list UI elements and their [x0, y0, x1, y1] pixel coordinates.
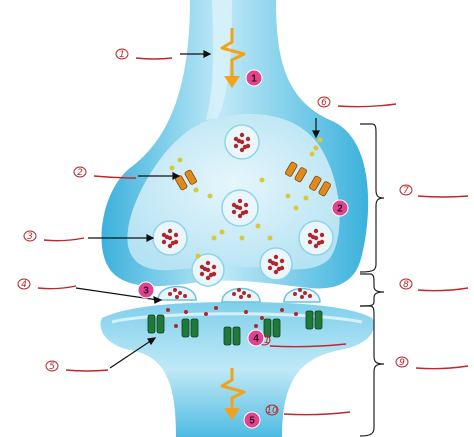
blank-label-number: 11: [258, 336, 269, 346]
blank-label-number: 3: [27, 232, 33, 242]
neurotransmitter-dot: [232, 292, 236, 296]
free-transmitter-dot: [177, 157, 183, 163]
synaptic-vesicle-icon: [221, 189, 259, 227]
blank-label-number: 10: [266, 406, 278, 416]
blank-label-number: 8: [403, 280, 409, 290]
neurotransmitter-dot: [237, 288, 241, 292]
calcium-channel-icon: [285, 161, 307, 183]
free-transmitter-dot: [211, 235, 217, 241]
badge-4: 4: [247, 329, 265, 347]
blank-label-1: 1: [115, 48, 173, 60]
blank-label-2: 2: [73, 166, 137, 179]
free-transmitter-dot: [313, 145, 319, 151]
electrical-signal-icon-post: [220, 368, 246, 420]
receptor-icon: [263, 318, 281, 338]
receptor-icon: [181, 318, 199, 338]
bracket-icon: [359, 123, 385, 437]
neurotransmitter-dot: [247, 294, 251, 298]
blank-label-number: 9: [399, 358, 405, 368]
badge-2: 2: [331, 199, 349, 217]
pointer-arrows: [75, 50, 320, 369]
cleft-transmitter-dot: [184, 310, 188, 314]
badge-number: 1: [251, 74, 257, 85]
badge-number: 2: [337, 204, 343, 215]
neurotransmitter-dot: [303, 291, 307, 295]
synaptic-vesicle-icon: [298, 220, 334, 256]
blank-label-7: 7: [399, 184, 469, 198]
cleft-transmitter-dot: [174, 324, 178, 328]
synaptic-vesicle-icon: [191, 253, 225, 287]
neurotransmitter-dot: [178, 291, 182, 295]
free-transmitter-dot: [195, 253, 201, 259]
free-transmitter-dot: [193, 187, 199, 193]
free-transmitter-dot: [169, 165, 175, 171]
blank-label-number: 5: [49, 362, 55, 372]
neurotransmitter-dot: [239, 295, 243, 299]
free-transmitter-dot: [303, 195, 309, 201]
blank-label-number: 7: [403, 186, 409, 196]
cleft-transmitter-dot: [280, 308, 284, 312]
blank-label-6: 6: [317, 96, 397, 108]
neurotransmitter-dot: [183, 294, 187, 298]
badge-3: 3: [137, 281, 155, 299]
receptor-icon: [223, 326, 241, 346]
free-transmitter-dot: [285, 193, 291, 199]
cleft-transmitter-dot: [204, 312, 208, 316]
cleft-transmitter-dot: [214, 306, 218, 310]
blank-label-9: 9: [395, 356, 469, 370]
neurotransmitter-dot: [168, 292, 172, 296]
synaptic-vesicle-icon: [259, 247, 293, 281]
calcium-channel-icon: [309, 175, 331, 197]
neurotransmitter-dot: [293, 292, 297, 296]
blank-label-4: 4: [17, 278, 77, 290]
synaptic-vesicle-icon: [224, 124, 260, 160]
free-transmitter-dot: [207, 193, 213, 199]
receptors: [147, 310, 323, 346]
badge-5: 5: [243, 411, 261, 429]
blank-label-number: 2: [77, 168, 83, 178]
number-badges: 1 2 3 4 5: [137, 69, 349, 429]
blank-label-number: 6: [321, 98, 327, 108]
neurotransmitter-dot: [300, 295, 304, 299]
postsynaptic-cell: [100, 302, 375, 437]
free-transmitter-dot: [219, 229, 225, 235]
badge-1: 1: [245, 69, 263, 87]
cleft-transmitter-dot: [294, 312, 298, 316]
cleft-transmitter-dot: [260, 316, 264, 320]
cleft-transmitter-dot: [166, 308, 170, 312]
cleft-transmitter-dot: [254, 324, 258, 328]
free-transmitter-dot: [293, 205, 299, 211]
badge-number: 5: [249, 416, 255, 427]
blank-label-number: 4: [21, 280, 27, 290]
badge-number: 3: [143, 286, 149, 297]
neurotransmitter-dot: [242, 291, 246, 295]
cleft-transmitter-dot: [244, 310, 248, 314]
free-transmitter-dot: [259, 177, 265, 183]
badge-number: 4: [253, 334, 259, 345]
neurotransmitter-dot: [173, 288, 177, 292]
blank-labels: 1 2 3 4 5 6 7 8 9 10 11: [17, 48, 469, 416]
neurotransmitter-dot: [298, 288, 302, 292]
blank-label-10: 10: [265, 404, 351, 416]
synaptic-vesicle-icon: [152, 220, 188, 256]
free-transmitter-dot: [239, 235, 245, 241]
free-transmitter-dot: [317, 137, 323, 143]
free-transmitter-dot: [309, 151, 315, 157]
free-transmitter-dot: [255, 223, 261, 229]
calcium-channels: [175, 161, 331, 197]
free-transmitter-dot: [267, 235, 273, 241]
synaptic-vesicles: [152, 124, 334, 299]
receptor-icon: [147, 314, 165, 334]
blank-label-5: 5: [45, 360, 109, 372]
blank-label-number: 1: [119, 50, 125, 60]
electrical-signal-icon: [220, 28, 246, 88]
receptor-icon: [305, 310, 323, 330]
neurotransmitter-dot: [308, 294, 312, 298]
blank-label-8: 8: [399, 278, 469, 292]
neurotransmitter-dot: [175, 295, 179, 299]
blank-label-3: 3: [23, 230, 85, 242]
